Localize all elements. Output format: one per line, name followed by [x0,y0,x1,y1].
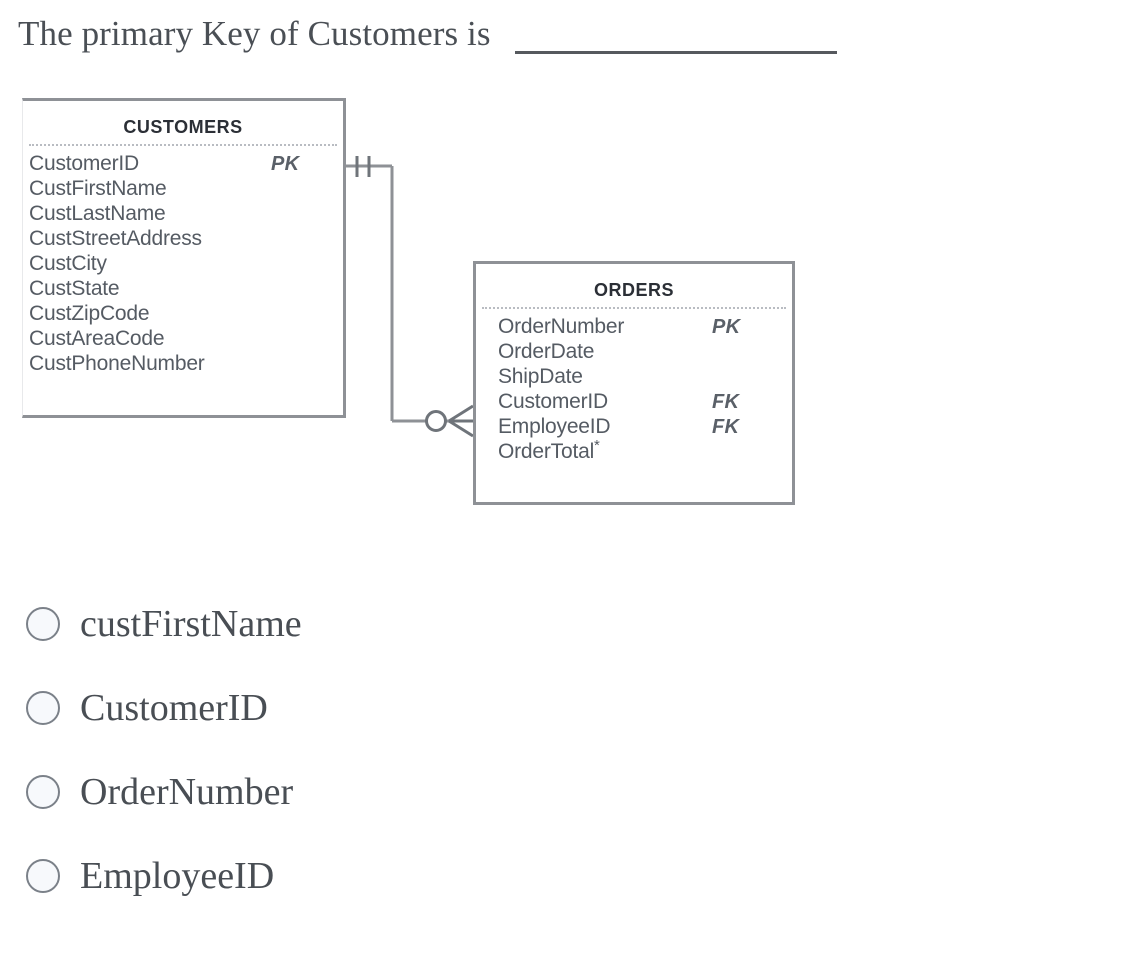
attribute-row: CustStreetAddress [29,227,337,252]
radio-button-employeeid[interactable] [26,859,60,893]
attribute-row: CustState [29,277,337,302]
attribute-name: OrderTotal* [498,437,600,463]
question-stem: The primary Key of Customers is [18,6,1098,62]
entity-customers: CUSTOMERS CustomerID PK CustFirstName Cu… [22,98,346,418]
entity-customers-attributes: CustomerID PK CustFirstName CustLastName… [23,152,343,377]
radio-button-custfirstname[interactable] [26,607,60,641]
attribute-row: OrderDate [498,340,786,365]
option-label-4[interactable]: EmployeeID [80,855,275,897]
attribute-name: CustomerID [498,390,609,413]
entity-orders: ORDERS OrderNumber PK OrderDate ShipDate… [473,261,795,505]
attribute-name: CustFirstName [29,177,167,200]
attribute-name: CustStreetAddress [29,227,202,250]
attribute-row: ShipDate [498,365,786,390]
option-label-1[interactable]: custFirstName [80,603,302,645]
attribute-name: CustCity [29,252,107,275]
radio-button-customerid[interactable] [26,691,60,725]
attribute-row: CustomerID FK [498,390,786,415]
answer-options-list: custFirstName CustomerID OrderNumber Emp… [26,582,726,918]
attribute-name: OrderDate [498,340,595,363]
option-row-3[interactable]: OrderNumber [26,750,726,834]
entity-customers-divider [29,144,337,146]
attribute-name: CustomerID [29,152,140,175]
attribute-row: CustPhoneNumber [29,352,337,377]
option-label-3[interactable]: OrderNumber [80,771,294,813]
entity-orders-title: ORDERS [593,272,674,302]
attribute-row: EmployeeID FK [498,415,786,440]
attribute-name: CustZipCode [29,302,150,325]
attribute-name: OrderNumber [498,315,625,338]
option-label-2[interactable]: CustomerID [80,687,268,729]
attribute-key: FK [712,416,740,438]
attribute-name: EmployeeID [498,415,611,438]
answer-blank-rule [514,51,837,54]
option-row-4[interactable]: EmployeeID [26,834,726,918]
cardinality-many-crowsfoot [448,404,474,438]
attribute-name: CustPhoneNumber [29,352,205,375]
attribute-row: CustLastName [29,202,337,227]
er-diagram: CUSTOMERS CustomerID PK CustFirstName Cu… [0,90,900,530]
attribute-name: CustState [29,277,120,300]
entity-orders-attributes: OrderNumber PK OrderDate ShipDate Custom… [476,315,792,465]
radio-button-ordernumber[interactable] [26,775,60,809]
attribute-row: CustZipCode [29,302,337,327]
attribute-row: CustCity [29,252,337,277]
option-row-2[interactable]: CustomerID [26,666,726,750]
cardinality-one-and-only-one-marker [355,156,371,177]
attribute-row: CustAreaCode [29,327,337,352]
attribute-key: PK [271,153,300,175]
attribute-key: FK [712,391,740,413]
relationship-connector [346,156,474,438]
question-text: The primary Key of Customers is [18,14,491,53]
attribute-row: OrderNumber PK [498,315,786,340]
attribute-row: OrderTotal* [498,437,786,465]
attribute-name: ShipDate [498,365,583,388]
entity-customers-title: CUSTOMERS [123,109,243,139]
attribute-row: CustomerID PK [29,152,337,177]
attribute-optional-marker: * [594,437,600,454]
attribute-name: CustLastName [29,202,166,225]
attribute-name: CustAreaCode [29,327,165,350]
attribute-row: CustFirstName [29,177,337,202]
cardinality-zero-circle [425,410,447,432]
attribute-key: PK [712,316,741,338]
entity-orders-divider [482,307,786,309]
option-row-1[interactable]: custFirstName [26,582,726,666]
